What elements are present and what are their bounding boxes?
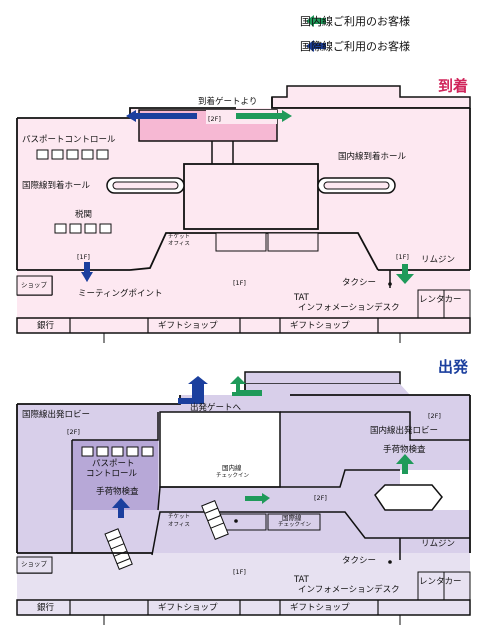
departures-ticket-office-label-1: チケット: [168, 514, 191, 520]
arrivals-bank-label: 銀行: [37, 321, 55, 331]
departures-limousine-label: リムジン: [421, 539, 456, 549]
arrivals-taxi-label: タクシー: [342, 278, 377, 288]
arrival-gate-label: 到着ゲートより: [198, 97, 258, 107]
arrivals-info-desk-label: インフォメーションデスク: [298, 303, 400, 313]
customs-label: 税関: [75, 210, 93, 220]
arrivals-shop-label: ショップ: [21, 281, 47, 289]
intl-checkin-label-2: チェックイン: [278, 522, 312, 528]
arrivals-limousine-label: リムジン: [421, 255, 456, 265]
passport-control-label-2: コントロール: [86, 469, 138, 479]
arrivals-gift-shop-2: ギフトショップ: [290, 321, 350, 331]
arrivals-ticket-office-label-2: オフィス: [168, 241, 190, 247]
intl-arrival-hall-label: 国際線到着ホール: [22, 181, 91, 191]
departures-shop-label: ショップ: [21, 560, 47, 568]
arrivals-floor-1f-right: [1F]: [396, 253, 409, 261]
intl-departure-lobby-label: 国際線出発ロビー: [22, 410, 91, 420]
departures-map: [16, 371, 471, 625]
departures-ticket-office-label-2: オフィス: [168, 522, 190, 528]
arrivals-heading: 到着: [438, 77, 469, 95]
baggage-check-left-label: 手荷物検査: [96, 487, 139, 497]
departures-info-desk-label: インフォメーションデスク: [298, 585, 400, 595]
departures-rental-car-label: レンタカー: [419, 577, 462, 587]
legend-international-label: 国際線ご利用のお客様: [300, 40, 410, 53]
departures-floor-2f-right: [2F]: [428, 412, 441, 420]
meeting-point-label: ミーティングポイント: [78, 289, 163, 299]
baggage-check-right-label: 手荷物検査: [383, 445, 426, 455]
arrivals-gift-shop-1: ギフトショップ: [158, 321, 218, 331]
domestic-checkin-label-2: チェックイン: [216, 473, 250, 479]
departures-floor-1f: [1F]: [233, 568, 246, 576]
passport-control-label: パスポートコントロール: [22, 135, 116, 145]
arrivals-floor-1f-center: [1F]: [233, 279, 246, 287]
arrivals-floor-1f-left: [1F]: [77, 253, 90, 261]
arrivals-map: [16, 85, 471, 343]
legend-domestic-arrow-icon: [306, 15, 326, 27]
intl-checkin-label-1: 国際線: [282, 514, 302, 522]
arrivals-tat-label: TAT: [294, 293, 309, 303]
departures-bank-label: 銀行: [37, 603, 55, 613]
departures-taxi-label: タクシー: [342, 556, 377, 566]
domestic-checkin-label-1: 国内線: [222, 464, 242, 472]
departures-tat-label: TAT: [294, 575, 309, 585]
arrivals-ticket-office-label-1: チケット: [168, 234, 191, 240]
departure-gate-label: 出発ゲートへ: [190, 403, 242, 413]
departures-gift-shop-2: ギフトショップ: [290, 603, 350, 613]
passport-control-label-1: パスポート: [92, 459, 135, 469]
departures-gift-shop-1: ギフトショップ: [158, 603, 218, 613]
domestic-arrival-hall-label: 国内線到着ホール: [338, 152, 407, 162]
legend-domestic-label: 国内線ご利用のお客様: [300, 15, 410, 28]
arrivals-floor-2f: [2F]: [208, 115, 221, 123]
arrivals-rental-car-label: レンタカー: [419, 295, 462, 305]
departures-heading: 出発: [438, 358, 469, 376]
departures-floor-2f-left: [2F]: [67, 428, 80, 436]
departures-floor-2f-center: [2F]: [314, 494, 327, 502]
domestic-departure-lobby-label: 国内線出発ロビー: [370, 426, 439, 436]
legend-international-arrow-icon: [306, 40, 326, 52]
